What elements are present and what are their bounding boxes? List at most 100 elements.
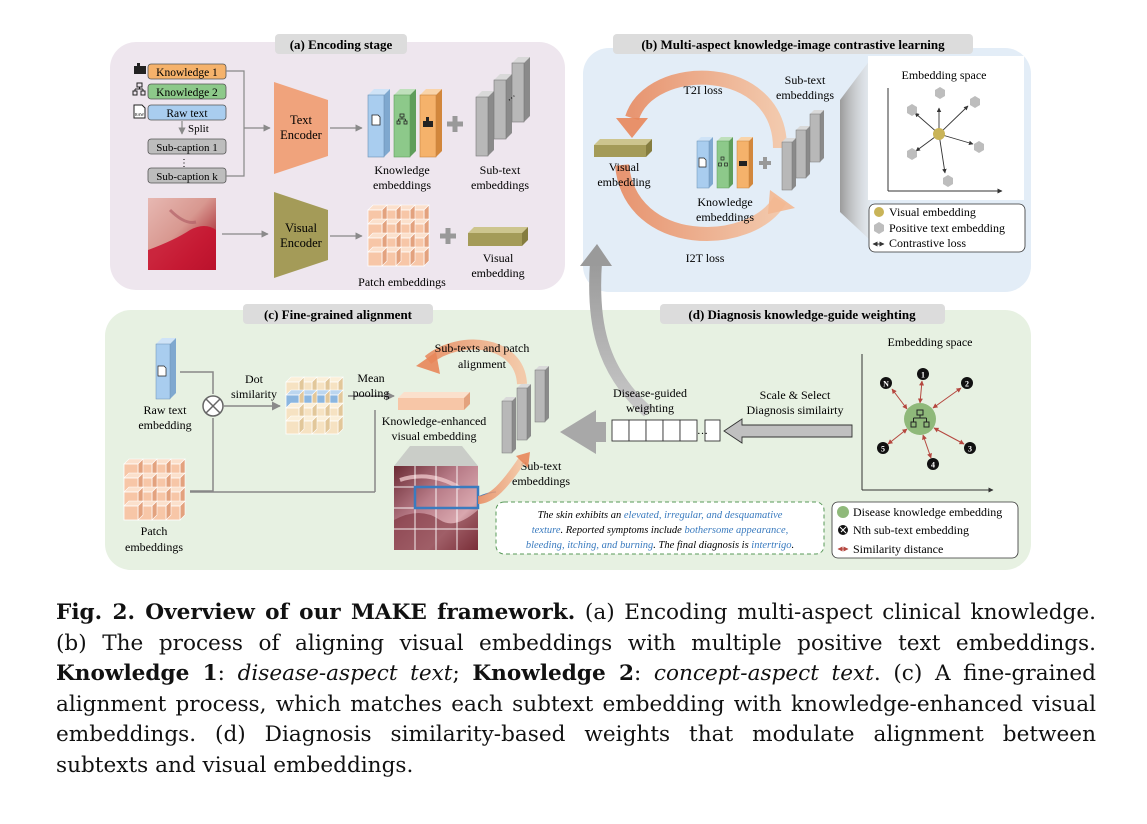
mean-pooling-label-2: pooling <box>353 386 390 400</box>
sub-text-node-4: 4 <box>927 458 939 470</box>
sub-text-embeddings-b <box>781 110 824 191</box>
visual-embedding-a-label-1: Visual <box>483 251 514 265</box>
knowledge-1-label: Knowledge 1 <box>156 67 218 79</box>
dot-similarity-label-2: similarity <box>231 387 277 401</box>
weight-bar <box>611 419 721 442</box>
sub-text-embeddings-b-label-2: embeddings <box>776 88 834 102</box>
sub-text-embeddings-c-label-2: embeddings <box>512 474 570 488</box>
sub-text-node-1: 1 <box>917 368 929 380</box>
clinical-text-box <box>495 501 825 555</box>
grid-cell <box>285 420 300 435</box>
subtexts-patch-label-2: alignment <box>458 357 507 371</box>
t2i-loss-arc <box>625 70 787 149</box>
mean-pooling-label-1: Mean <box>357 371 384 385</box>
skin-image-a <box>148 198 216 270</box>
i2t-loss-label: I2T loss <box>686 251 725 265</box>
patch-embeddings-grid-a <box>367 204 430 267</box>
disease-knowledge-node <box>904 403 936 435</box>
legend-b-contrastive: Contrastive loss <box>889 236 966 250</box>
panel-a-title: (a) Encoding stage <box>290 37 393 52</box>
big-gray-left-arrow <box>560 410 606 454</box>
legend-d-nth: Nth sub-text embedding <box>853 523 969 537</box>
text-encoder-label-2: Encoder <box>280 128 322 142</box>
legend-b-positive: Positive text embedding <box>889 221 1005 235</box>
raw-text-embedding-label-2: embedding <box>138 418 191 432</box>
scale-select-arrow <box>723 418 853 444</box>
knowledge-embeddings-a-label-2: embeddings <box>373 178 431 192</box>
sub-caption-1-box <box>147 138 227 155</box>
svg-text:1: 1 <box>921 371 925 380</box>
caption-knowledge-2-desc: concept-aspect text <box>653 661 874 686</box>
plus-icon <box>447 116 463 132</box>
svg-text:3: 3 <box>968 445 972 454</box>
svg-text:N: N <box>883 380 889 389</box>
sub-text-node-3: 3 <box>964 442 976 454</box>
visual-embedding-b <box>594 139 652 157</box>
sub-text-embeddings-a-label-2: embeddings <box>471 178 529 192</box>
sub-text-embeddings-c <box>501 366 549 454</box>
patch-embeddings-a-label: Patch embeddings <box>358 275 446 289</box>
plus-icon-2 <box>440 228 456 244</box>
subtext-patch-alignment-arc <box>424 339 527 385</box>
framework-figure: (a) Encoding stage (b) Multi-aspect know… <box>105 34 1031 570</box>
caption-knowledge-1-desc: disease-aspect text <box>237 661 453 686</box>
svg-text:5: 5 <box>881 445 885 454</box>
svg-text:RAW: RAW <box>135 112 144 117</box>
legend-d-disease: Disease knowledge embedding <box>853 505 1002 519</box>
ke-visual-embedding-label-2: visual embedding <box>392 429 477 443</box>
panel-a-background <box>110 42 565 290</box>
patch-embeddings-c-label-2: embeddings <box>125 540 183 554</box>
text-encoder <box>274 82 328 174</box>
raw-text-icon: RAW <box>133 104 146 119</box>
panel-c-title: (c) Fine-grained alignment <box>264 307 413 322</box>
raw-text-embedding-label-1: Raw text <box>144 403 188 417</box>
embedding-space-d-title: Embedding space <box>888 335 973 349</box>
visual-embedding-a <box>468 227 528 246</box>
knowledge-2-box <box>147 83 227 100</box>
disease-guided-label-1: Disease-guided <box>613 386 687 400</box>
clinical-text-line-1: The skin exhibits an elevated, irregular… <box>538 510 783 521</box>
svg-text:2: 2 <box>965 380 969 389</box>
sub-caption-dots: ⋮ <box>179 158 189 169</box>
scale-select-label-1: Scale & Select <box>760 388 831 402</box>
patch-embeddings-grid-c <box>123 458 186 521</box>
visual-embedding-b-label-1: Visual <box>609 160 640 174</box>
embedding-space-b-points <box>907 87 984 187</box>
t2i-loss-label: T2I loss <box>684 83 723 97</box>
knowledge-embeddings-b-label-1: Knowledge <box>697 195 752 209</box>
knowledge-enhanced-visual-embedding <box>398 392 470 410</box>
figure-caption: Fig. 2. Overview of our MAKE framework. … <box>56 600 1097 778</box>
similarity-grid <box>285 376 344 435</box>
scale-select-label-2: Diagnosis similairty <box>747 403 844 417</box>
sub-text-node-5: 5 <box>877 442 889 454</box>
grid-cell <box>367 251 383 267</box>
i2t-loss-arc <box>615 164 786 241</box>
big-gray-up-arrow <box>589 261 652 417</box>
split-label: Split <box>188 123 209 135</box>
svg-text:4: 4 <box>931 461 935 470</box>
panel-d-title: (d) Diagnosis knowledge-guide weighting <box>688 307 916 322</box>
sub-text-embeddings-a-label-1: Sub-text <box>480 163 521 177</box>
knowledge-embeddings-b-label-2: embeddings <box>696 210 754 224</box>
clinical-text-line-3: bleeding, itching, and burning. The fina… <box>526 540 794 551</box>
embedding-space-b <box>868 56 1024 200</box>
visual-encoder-label-1: Visual <box>285 221 317 235</box>
disease-icon <box>134 63 146 74</box>
knowledge-2-label: Knowledge 2 <box>156 87 218 99</box>
legend-d-similarity: Similarity distance <box>853 542 943 556</box>
caption-title: Fig. 2. Overview of our MAKE framework. <box>56 600 576 625</box>
plus-icon-3 <box>759 157 771 169</box>
sub-text-embeddings-c-label-1: Sub-text <box>521 459 562 473</box>
dot-similarity-label-1: Dot <box>245 372 264 386</box>
disease-guided-label-2: weighting <box>626 401 674 415</box>
skin-image-c <box>394 466 480 550</box>
embedding-space-b-title: Embedding space <box>902 68 987 82</box>
raw-text-label: Raw text <box>166 108 208 120</box>
caption-knowledge-1: Knowledge 1 <box>56 661 218 686</box>
knowledge-embeddings-a <box>367 89 442 158</box>
legend-d <box>831 501 1019 559</box>
sub-caption-k-label: Sub-caption k <box>156 171 218 183</box>
legend-b-visual: Visual embedding <box>889 205 976 219</box>
sub-text-node-n: N <box>880 377 892 389</box>
sub-text-node-2: 2 <box>961 377 973 389</box>
